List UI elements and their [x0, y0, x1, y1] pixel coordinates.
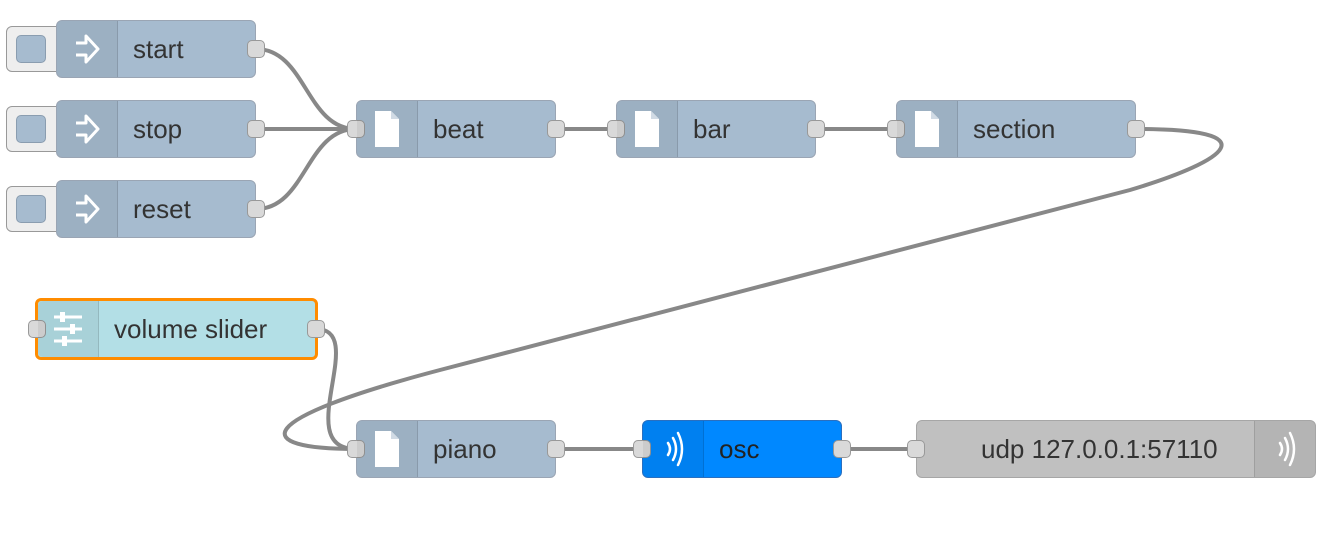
node-label: section: [973, 113, 1056, 144]
document-icon: [617, 101, 678, 157]
node-reset[interactable]: reset: [56, 180, 265, 238]
output-port[interactable]: [1127, 120, 1145, 138]
input-port[interactable]: [907, 440, 925, 458]
wire-start-beat[interactable]: [254, 47, 358, 131]
node-label: start: [133, 33, 184, 64]
inject-arrow-icon: [57, 101, 118, 157]
document-icon: [357, 101, 418, 157]
node-label: reset: [133, 193, 191, 224]
node-stop[interactable]: stop: [56, 100, 265, 158]
node-piano[interactable]: piano: [347, 420, 565, 478]
document-icon: [897, 101, 958, 157]
output-port[interactable]: [807, 120, 825, 138]
node-section[interactable]: section: [887, 100, 1145, 158]
node-start[interactable]: start: [56, 20, 265, 78]
input-port[interactable]: [607, 120, 625, 138]
node-volume-slider[interactable]: volume slider: [28, 298, 325, 360]
node-label: bar: [693, 113, 731, 144]
input-port[interactable]: [633, 440, 651, 458]
output-port[interactable]: [247, 40, 265, 58]
node-udp[interactable]: udp 127.0.0.1:57110: [907, 420, 1316, 478]
node-beat[interactable]: beat: [347, 100, 565, 158]
document-icon: [357, 421, 418, 477]
signal-icon: [1254, 421, 1315, 477]
node-label: udp 127.0.0.1:57110: [981, 433, 1218, 464]
wire-section-piano[interactable]: [282, 127, 1224, 451]
node-label: osc: [719, 433, 760, 464]
node-bar[interactable]: bar: [607, 100, 825, 158]
wire-reset-beat[interactable]: [254, 127, 358, 211]
input-port[interactable]: [347, 440, 365, 458]
slider-icon: [38, 301, 99, 357]
input-port[interactable]: [347, 120, 365, 138]
output-port[interactable]: [833, 440, 851, 458]
node-label: beat: [433, 113, 484, 144]
inject-arrow-icon: [57, 181, 118, 237]
inject-button-stop[interactable]: [6, 106, 64, 152]
inject-arrow-icon: [57, 21, 118, 77]
input-port[interactable]: [28, 320, 46, 338]
node-label: volume slider: [114, 313, 268, 344]
node-label: piano: [433, 433, 497, 464]
node-label: stop: [133, 113, 183, 144]
output-port[interactable]: [247, 200, 265, 218]
output-port[interactable]: [307, 320, 325, 338]
wire-volume-slider-piano[interactable]: [314, 327, 358, 451]
node-osc[interactable]: osc: [633, 420, 851, 478]
input-port[interactable]: [887, 120, 905, 138]
output-port[interactable]: [247, 120, 265, 138]
inject-button-reset[interactable]: [6, 186, 64, 232]
output-port[interactable]: [547, 120, 565, 138]
output-port[interactable]: [547, 440, 565, 458]
signal-icon: [643, 421, 704, 477]
